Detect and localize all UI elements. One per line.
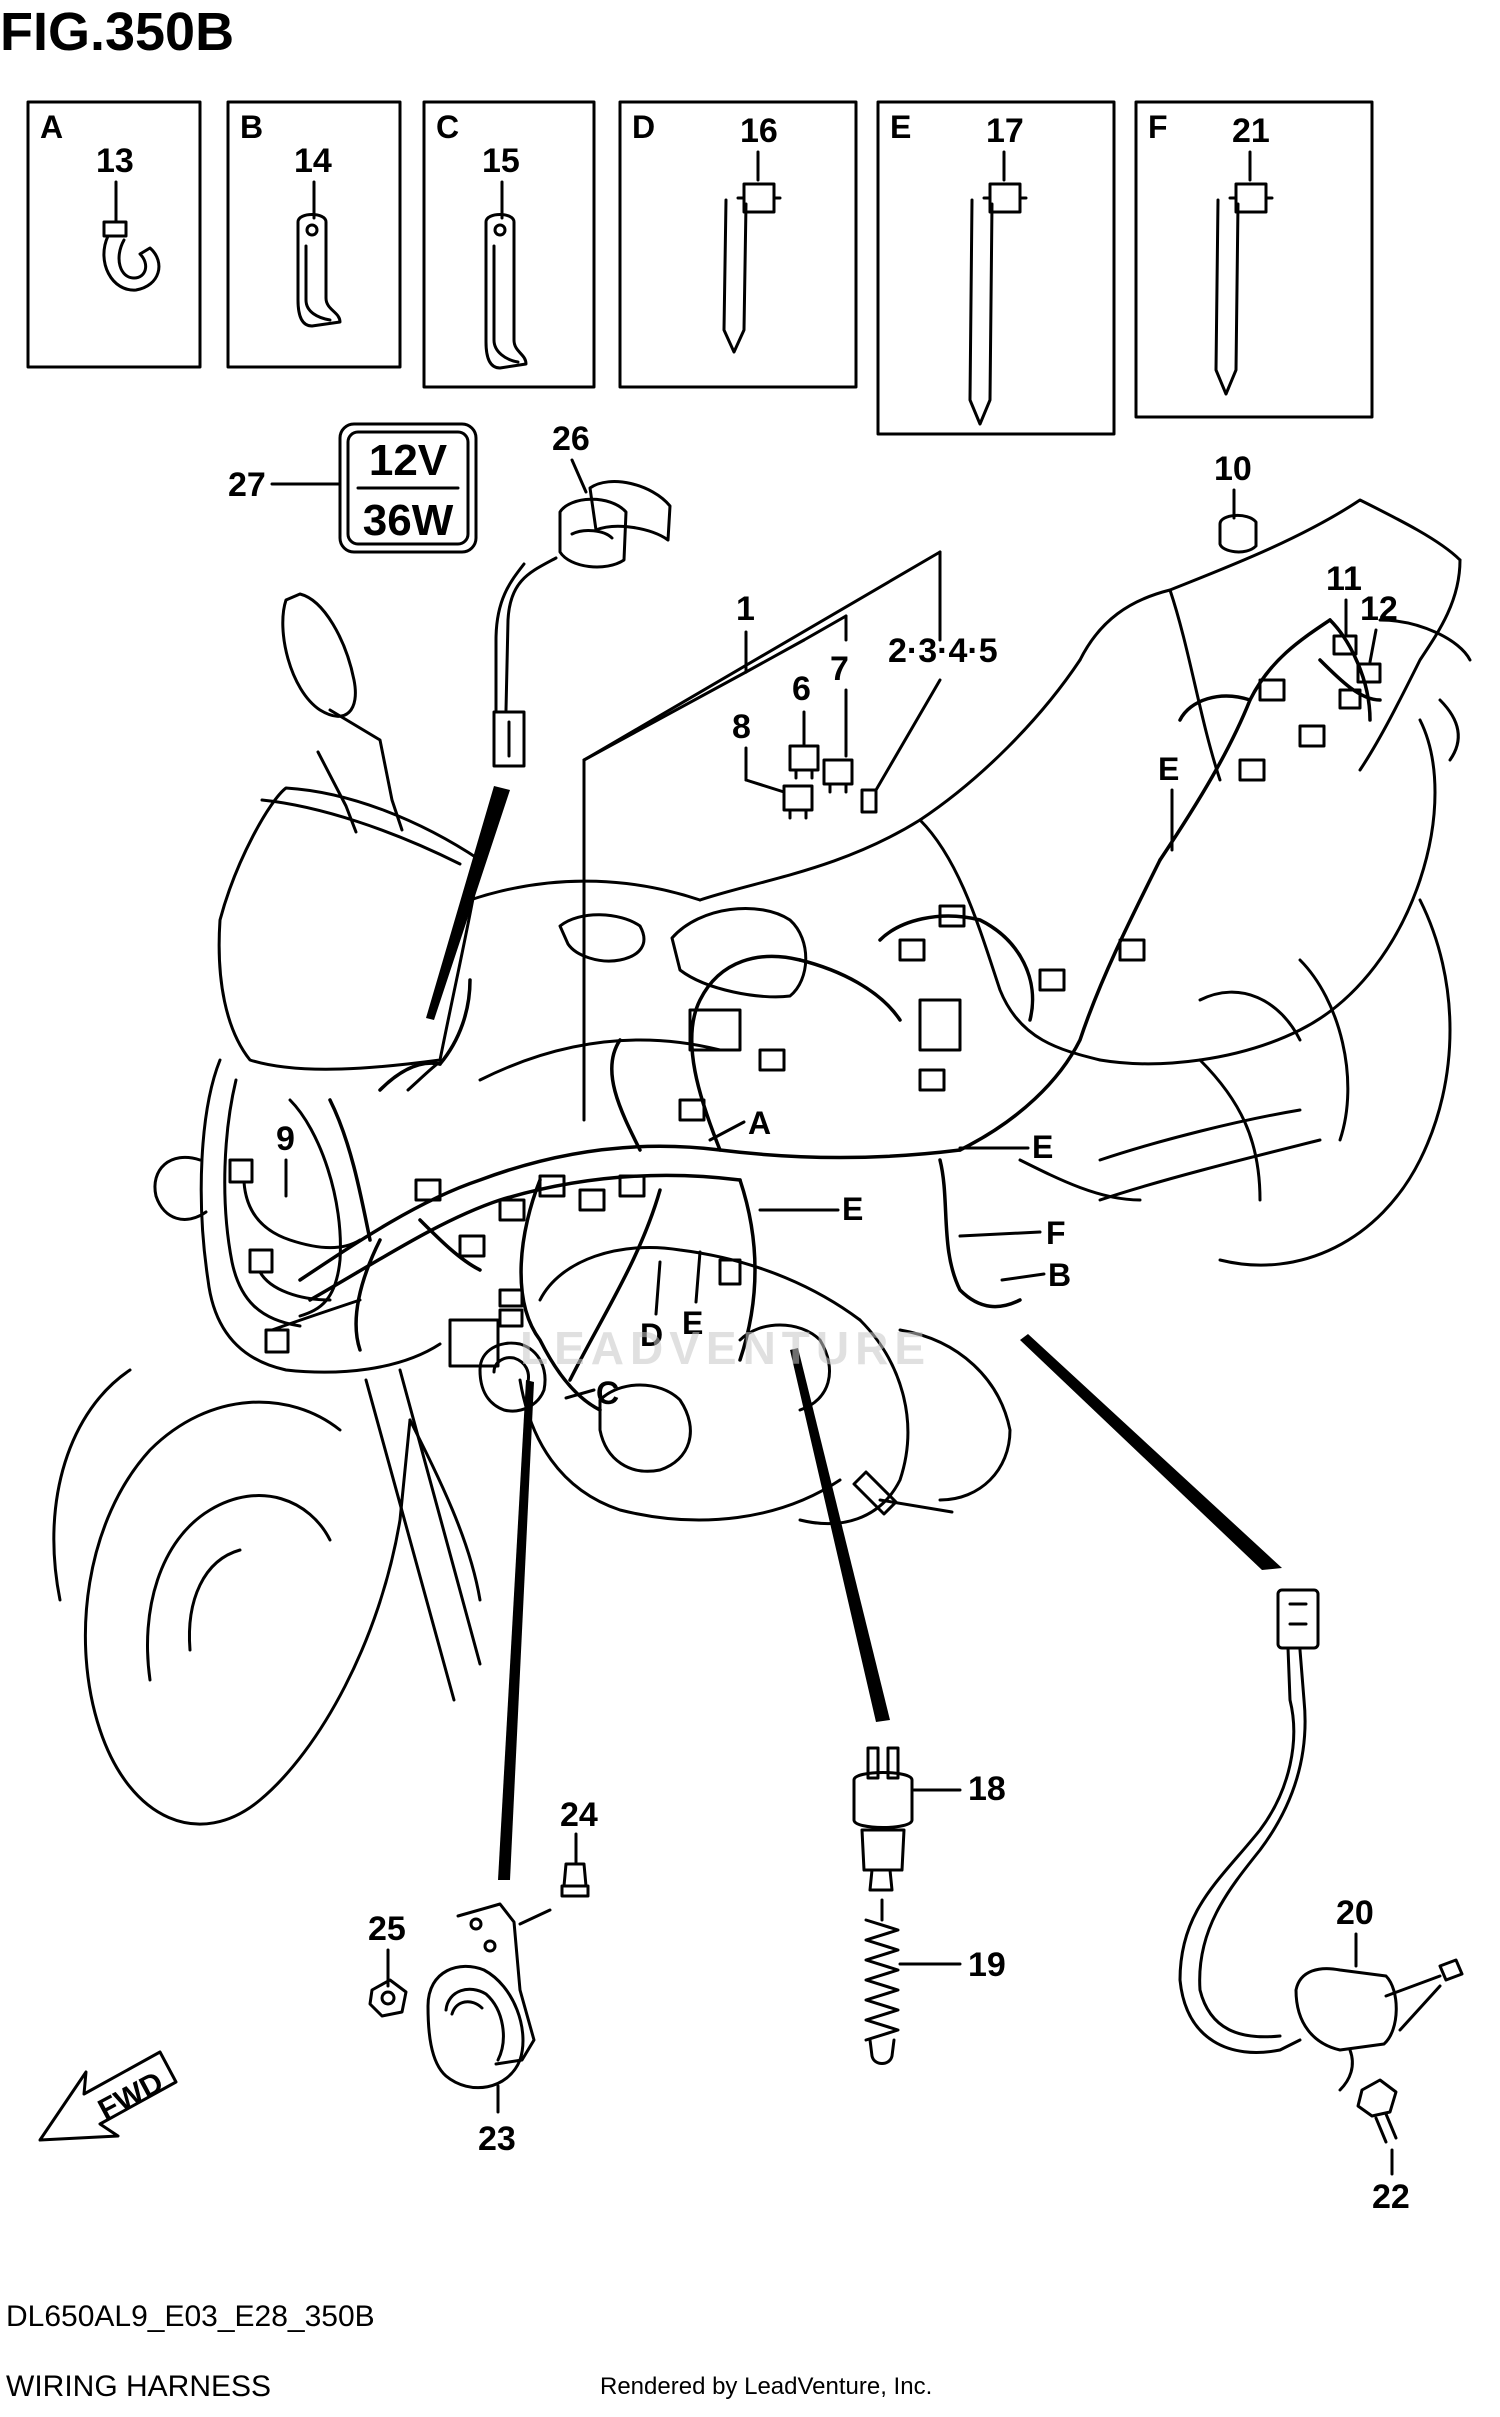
clamp-icon	[296, 213, 342, 328]
pointer-wedges	[426, 786, 1282, 1880]
svg-text:10: 10	[1214, 450, 1252, 488]
fwd-arrow-icon: FWD	[38, 2050, 178, 2142]
svg-text:23: 23	[478, 2120, 516, 2158]
watermark: LEADVENTURE	[520, 1322, 931, 1374]
detail-box-e: E 17	[876, 100, 1116, 436]
svg-text:A: A	[748, 1105, 771, 1141]
clamp-icon	[484, 213, 528, 370]
detail-box-a: A 13	[26, 100, 202, 369]
svg-text:25: 25	[368, 1910, 406, 1948]
connector-icon: 10	[1214, 450, 1258, 554]
svg-text:F: F	[1148, 109, 1168, 145]
detail-box-f: F 21	[1134, 100, 1374, 419]
detail-box-c: C 15	[422, 100, 596, 389]
svg-text:16: 16	[740, 112, 778, 150]
svg-text:E: E	[890, 109, 911, 145]
brake-switch-icon: 18	[852, 1746, 1006, 1892]
detail-box-d: D 16	[618, 100, 858, 389]
svg-text:9: 9	[276, 1120, 295, 1158]
svg-text:14: 14	[294, 142, 332, 180]
detail-box-b: B 14	[226, 100, 402, 369]
accessory-socket-icon: 26	[492, 420, 672, 768]
svg-text:26: 26	[552, 420, 590, 458]
horn-icon: 24 25 23	[368, 1796, 598, 2158]
svg-text:13: 13	[96, 142, 134, 180]
headlight-harness: 9	[228, 1061, 442, 1354]
svg-text:22: 22	[1372, 2178, 1410, 2216]
bolt-icon: 22	[1356, 2078, 1410, 2216]
model-code: DL650AL9_E03_E28_350B	[6, 2300, 375, 2333]
svg-text:B: B	[240, 109, 263, 145]
wiring-harness	[298, 618, 1382, 1412]
svg-text:24: 24	[560, 1796, 598, 1834]
svg-text:36W: 36W	[363, 496, 454, 545]
harness-connectors	[414, 678, 1362, 1368]
harness-letter-callouts: E A E E F B D E C	[564, 751, 1179, 1411]
svg-text:11: 11	[1326, 560, 1362, 598]
svg-text:19: 19	[968, 1946, 1006, 1984]
spring-icon: 19	[864, 1898, 1006, 2065]
svg-text:12: 12	[1360, 590, 1398, 628]
svg-text:27: 27	[228, 466, 266, 504]
svg-text:D: D	[632, 109, 655, 145]
svg-text:C: C	[596, 1375, 619, 1411]
svg-text:B: B	[1048, 1257, 1071, 1293]
svg-text:20: 20	[1336, 1894, 1374, 1932]
svg-text:E: E	[1158, 751, 1179, 787]
svg-text:12V: 12V	[369, 436, 448, 485]
svg-text:F: F	[1046, 1215, 1066, 1251]
svg-text:8: 8	[732, 708, 751, 746]
clamp-icon	[102, 220, 161, 292]
rating-label: 27 12V 36W	[228, 422, 478, 554]
svg-text:6: 6	[792, 670, 811, 708]
section-title: WIRING HARNESS	[6, 2370, 271, 2403]
sensor-cable-icon: 20	[1178, 1588, 1464, 2092]
svg-text:E: E	[1032, 1129, 1053, 1165]
cable-tie-icon	[722, 182, 782, 354]
relay-icon	[822, 758, 854, 794]
svg-text:18: 18	[968, 1770, 1006, 1808]
connector-icon: 11 12	[1326, 560, 1398, 684]
svg-text:21: 21	[1232, 112, 1270, 150]
svg-text:A: A	[40, 109, 63, 145]
relay-icon	[782, 784, 814, 820]
svg-text:C: C	[436, 109, 459, 145]
relay-icon	[788, 744, 820, 780]
svg-text:7: 7	[830, 650, 849, 688]
svg-text:2·3·4·5: 2·3·4·5	[888, 632, 998, 670]
svg-text:D: D	[640, 1317, 663, 1353]
svg-text:17: 17	[986, 112, 1024, 150]
svg-text:1: 1	[736, 590, 755, 628]
svg-text:E: E	[682, 1305, 703, 1341]
cable-tie-icon	[1214, 182, 1274, 396]
relay-group: 1 6 7 8 2·3·4·5	[582, 550, 998, 1122]
figure-title: FIG.350B	[0, 2, 234, 62]
motorcycle-outline	[52, 498, 1472, 1826]
svg-text:FWD: FWD	[93, 2066, 169, 2127]
cable-tie-icon	[968, 182, 1028, 426]
svg-text:E: E	[842, 1191, 863, 1227]
render-credit: Rendered by LeadVenture, Inc.	[600, 2373, 932, 2400]
fuse-icon	[860, 788, 878, 814]
svg-text:15: 15	[482, 142, 520, 180]
